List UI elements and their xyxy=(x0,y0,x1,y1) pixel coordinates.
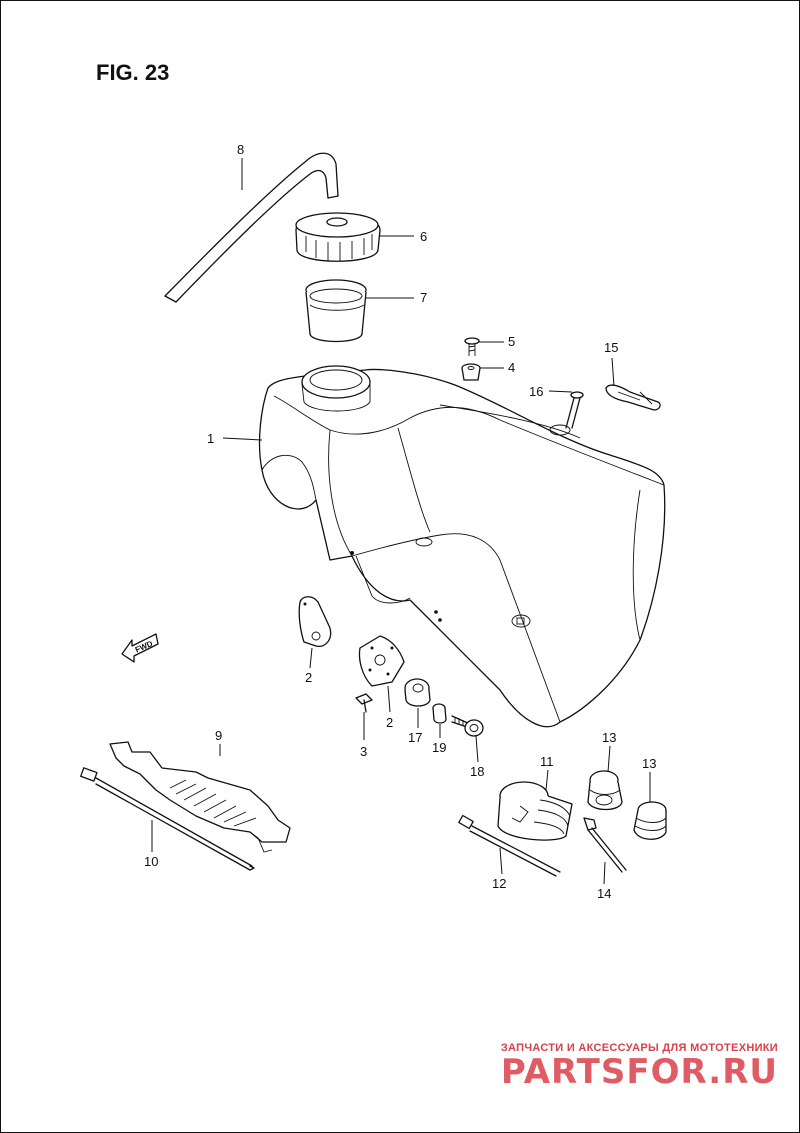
part-7-strainer xyxy=(305,279,367,343)
fwd-label: FWD xyxy=(134,639,155,655)
part-17-cushion xyxy=(404,678,431,707)
callout-labels: 1 2 2 3 4 5 6 7 8 9 10 11 12 13 13 14 15… xyxy=(144,142,656,901)
watermark: ЗАПЧАСТИ И АКСЕССУАРЫ ДЛЯ МОТОТЕХНИКИ PA… xyxy=(501,1042,778,1092)
callout-9: 9 xyxy=(215,728,222,743)
callout-12: 12 xyxy=(492,876,506,891)
watermark-subtitle: ЗАПЧАСТИ И АКСЕССУАРЫ ДЛЯ МОТОТЕХНИКИ xyxy=(501,1042,778,1054)
part-9-protector xyxy=(109,741,291,853)
part-13-grommet-right xyxy=(633,801,667,840)
callout-5: 5 xyxy=(508,334,515,349)
part-15-clip xyxy=(605,384,661,411)
figure-title: FIG. 23 xyxy=(96,60,169,85)
callout-18: 18 xyxy=(470,764,484,779)
callout-15: 15 xyxy=(604,340,618,355)
part-11-boot xyxy=(497,781,573,841)
part-6-fuel-cap xyxy=(295,212,381,262)
callout-1: 1 xyxy=(207,431,214,446)
callout-2-right: 2 xyxy=(386,715,393,730)
callout-13-right: 13 xyxy=(642,756,656,771)
part-2-bracket-left xyxy=(298,596,332,647)
watermark-logo: PARTSFOR.RU xyxy=(501,1052,778,1092)
callout-11: 11 xyxy=(540,754,554,769)
callout-8: 8 xyxy=(237,142,244,157)
leader-lines xyxy=(151,158,651,885)
part-16-bolt xyxy=(565,391,584,429)
part-18-bolt xyxy=(451,715,484,737)
callout-6: 6 xyxy=(420,229,427,244)
callout-2-left: 2 xyxy=(305,670,312,685)
part-1-fuel-tank xyxy=(258,365,666,728)
callout-13-left: 13 xyxy=(602,730,616,745)
callout-3: 3 xyxy=(360,744,367,759)
part-19-collar xyxy=(432,703,447,724)
part-12-cable-tie xyxy=(458,814,561,877)
part-4-washer xyxy=(461,363,481,381)
callout-4: 4 xyxy=(508,360,515,375)
callout-19: 19 xyxy=(432,740,446,755)
part-3-bolt xyxy=(355,693,373,713)
part-10-cable-tie xyxy=(80,767,255,871)
fwd-arrow-icon: FWD xyxy=(121,633,159,663)
callout-17: 17 xyxy=(408,730,422,745)
callout-10: 10 xyxy=(144,854,158,869)
part-5-screw xyxy=(464,337,480,356)
callout-16: 16 xyxy=(529,384,543,399)
part-14-cable-tie xyxy=(583,817,627,873)
part-2-bracket-right xyxy=(358,635,405,687)
callout-7: 7 xyxy=(420,290,427,305)
part-13-grommet-left xyxy=(587,770,623,811)
callout-14: 14 xyxy=(597,886,611,901)
part-8-breather-hose xyxy=(164,152,339,303)
